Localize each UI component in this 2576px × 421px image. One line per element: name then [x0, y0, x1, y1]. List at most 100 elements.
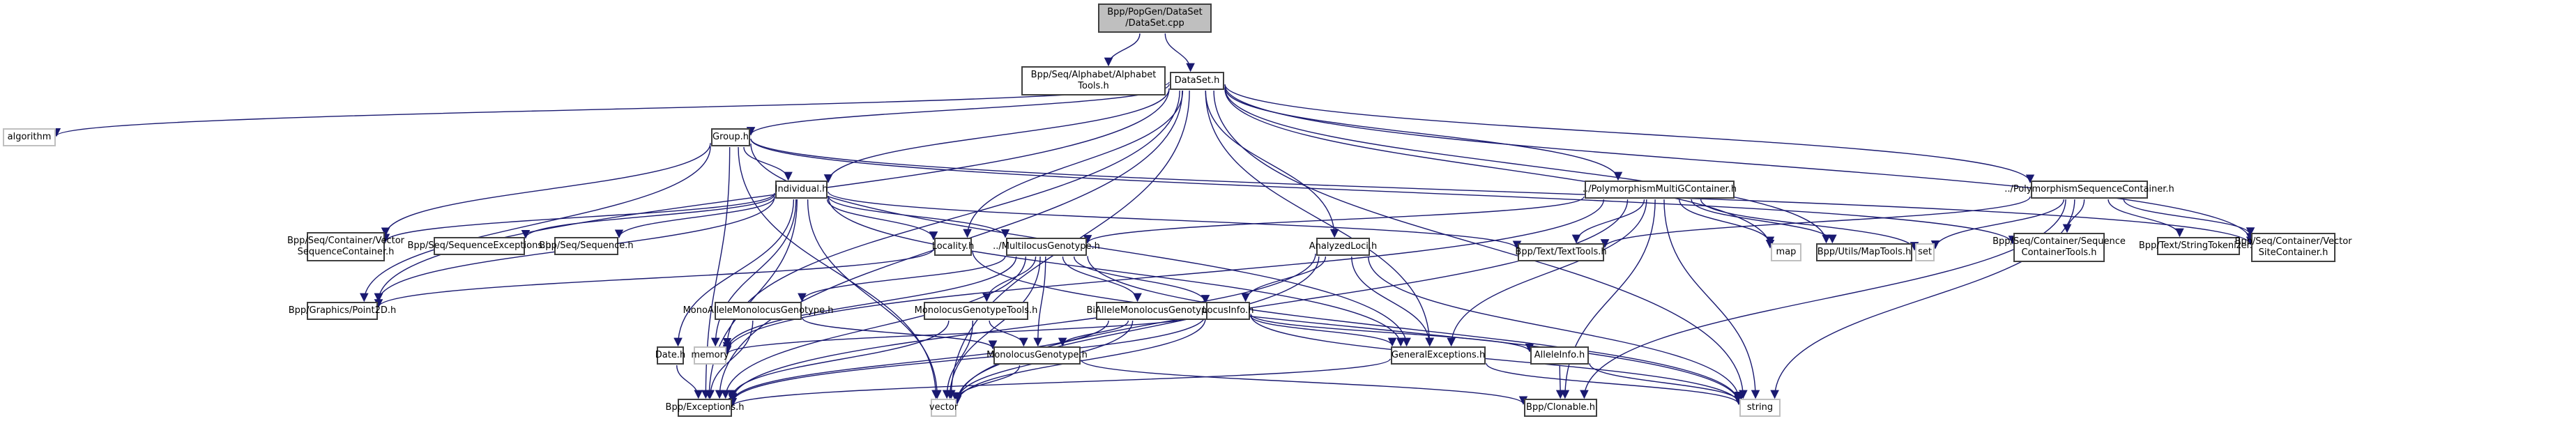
- graph-node-biallele[interactable]: BiAlleleMonolocusGenotype.h: [1086, 302, 1221, 320]
- edge-mlg-to-vector: [945, 256, 1041, 399]
- graph-node-analyzedloci[interactable]: AnalyzedLoci.h: [1309, 238, 1377, 256]
- edge-pmgc-to-string: [1663, 199, 1760, 399]
- edge-individual-to-vsc: [381, 192, 775, 243]
- edge-mlg-to-locusinfo: [1073, 256, 1210, 304]
- edge-group-to-vsitec: [750, 138, 2255, 245]
- edge-locusinfo-to-string: [1250, 314, 1744, 405]
- edge-locusinfo-to-memory: [722, 312, 1206, 355]
- edge-root-to-alphabettools: [1104, 33, 1141, 67]
- graph-node-monoallele[interactable]: MonoAlleleMonolocusGenotype.h: [683, 302, 833, 320]
- graph-node-vector: vector: [929, 399, 958, 417]
- graph-node-group[interactable]: Group.h: [711, 128, 750, 146]
- edge-locusinfo-to-alleleinfo: [1250, 314, 1534, 353]
- edge-analyzedloci-to-exceptions: [728, 253, 1316, 402]
- graph-node-map: map: [1771, 243, 1801, 261]
- graph-node-sct[interactable]: Bpp/Seq/Container/Sequence ContainerTool…: [1992, 233, 2126, 262]
- edge-individual-to-texttools: [828, 191, 1522, 250]
- edge-pmgc-to-set: [1700, 199, 1919, 251]
- edge-monoallele-to-exceptions: [706, 320, 754, 399]
- edge-mlg-to-exceptions: [721, 256, 1026, 399]
- edge-group-to-sct: [750, 139, 2018, 245]
- edge-dataset-to-vsitec: [1224, 85, 2255, 242]
- edge-dataset-to-locality: [963, 90, 1184, 238]
- edge-locality-to-point2d: [374, 248, 934, 308]
- edge-psc-to-sct: [2062, 199, 2085, 234]
- edge-mg-to-clonable: [1081, 360, 1528, 405]
- graph-node-point2d[interactable]: Bpp/Graphics/Point2D.h: [289, 302, 396, 320]
- edge-dataset-to-pmgc: [1224, 87, 1623, 181]
- edge-biallele-to-exceptions: [728, 320, 1109, 403]
- edge-pmgc-to-memory: [722, 199, 1605, 353]
- graph-node-alleleinfo[interactable]: AlleleInfo.h: [1530, 346, 1589, 365]
- graph-node-mgtools[interactable]: MonolocusGenotypeTools.h: [915, 302, 1037, 320]
- edge-pmgc-to-maptools: [1691, 199, 1837, 244]
- edge-dataset-to-psc: [1224, 84, 2035, 183]
- graph-node-vsc[interactable]: Bpp/Seq/Container/Vector SequenceContain…: [287, 232, 404, 261]
- edge-mlg-to-biallele: [1062, 256, 1142, 303]
- graph-node-individual[interactable]: Individual.h: [775, 181, 828, 199]
- graph-node-sequence[interactable]: Bpp/Seq/Sequence.h: [539, 237, 634, 255]
- graph-node-locality[interactable]: Locality.h: [932, 238, 974, 256]
- edge-mlg-to-mgtools: [982, 256, 1037, 303]
- edge-dataset-to-map: [1224, 89, 1775, 249]
- edge-dataset-to-genexc: [1205, 90, 1434, 347]
- graph-node-alphabettools[interactable]: Bpp/Seq/Alphabet/Alphabet Tools.h: [1021, 66, 1166, 95]
- edge-locusinfo-to-exceptions: [728, 314, 1206, 404]
- edge-locusinfo-to-genexc: [1250, 315, 1397, 347]
- edge-analyzedloci-to-string: [1368, 256, 1744, 401]
- graph-node-genexc[interactable]: GeneralExceptions.h: [1391, 346, 1486, 365]
- graph-node-vsitec[interactable]: Bpp/Seq/Container/Vector SiteContainer.h: [2234, 233, 2352, 262]
- edge-mlg-to-mg: [1033, 256, 1046, 347]
- edge-analyzedloci-to-genexc: [1351, 256, 1435, 347]
- graph-node-mlg[interactable]: ../MultilocusGenotype.h: [993, 238, 1100, 256]
- edge-dataset-to-algorithm: [52, 82, 1170, 137]
- graph-node-tokenizer[interactable]: Bpp/Text/StringTokenizer.h: [2139, 237, 2258, 255]
- edge-psc-to-vsitec: [2123, 199, 2255, 236]
- graph-node-locusinfo[interactable]: LocusInfo.h: [1203, 302, 1253, 320]
- edge-pmgc-to-texttools: [1571, 199, 1645, 244]
- edge-psc-to-set: [1930, 199, 2064, 250]
- graph-node-set: set: [1915, 243, 1935, 261]
- edge-date-to-exceptions: [676, 365, 703, 399]
- edge-mgtools-to-mg: [989, 320, 1028, 347]
- edge-dataset-to-string: [1213, 90, 1748, 399]
- graph-node-maptools[interactable]: Bpp/Utils/MapTools.h: [1816, 243, 1912, 261]
- edge-group-to-individual: [743, 146, 793, 181]
- graph-node-date[interactable]: Date.h: [655, 346, 685, 365]
- edge-analyzedloci-to-locusinfo: [1241, 256, 1327, 303]
- edge-pmgc-to-genexc: [1447, 199, 1647, 347]
- edge-alleleinfo-to-string: [1589, 363, 1744, 404]
- graph-node-pmgc[interactable]: ../PolymorphismMultiGContainer.h: [1583, 181, 1737, 199]
- graph-node-mg[interactable]: MonolocusGenotype.h: [986, 346, 1088, 365]
- edge-mlg-to-memory: [722, 256, 1017, 351]
- edge-individual-to-genexc: [828, 197, 1405, 347]
- graph-node-string: string: [1739, 399, 1781, 417]
- edge-genexc-to-exceptions: [729, 358, 1391, 407]
- edge-root-to-dataset: [1164, 33, 1195, 72]
- edge-mg-to-vector: [952, 365, 1021, 401]
- graph-node-algorithm: algorithm: [3, 128, 56, 146]
- edge-individual-to-seqexc: [521, 194, 775, 239]
- graph-node-texttools[interactable]: Bpp/Text/TextTools.h: [1515, 243, 1607, 261]
- graph-node-exceptions[interactable]: Bpp/Exceptions.h: [666, 399, 744, 417]
- edge-dataset-to-individual: [823, 88, 1170, 183]
- edge-individual-to-sequence: [614, 196, 775, 238]
- graph-node-memory: memory: [691, 346, 729, 365]
- edge-dataset-to-memory: [722, 90, 1180, 347]
- edge-individual-to-mlg: [828, 195, 1010, 238]
- edge-individual-to-date: [673, 199, 795, 347]
- edge-psc-to-tokenizer: [2108, 199, 2184, 238]
- graph-node-dataset[interactable]: DataSet.h: [1170, 72, 1224, 90]
- graph-node-seqexc[interactable]: Bpp/Seq/SequenceExceptions.h: [408, 237, 551, 255]
- edge-group-to-point2d: [360, 146, 711, 303]
- edge-monoallele-to-mg: [802, 317, 998, 350]
- edge-mlg-to-monoallele: [798, 255, 1006, 303]
- edge-pmgc-to-mlg: [1083, 196, 1585, 244]
- graph-node-root[interactable]: Bpp/PopGen/DataSet /DataSet.cpp: [1098, 3, 1212, 33]
- edge-analyzedloci-to-vector: [952, 256, 1320, 404]
- edge-psc-to-clonable: [1580, 199, 2066, 399]
- edge-psc-to-texttools: [1600, 196, 2031, 248]
- graph-node-psc[interactable]: ../PolymorphismSequenceContainer.h: [2004, 181, 2174, 199]
- graph-node-clonable[interactable]: Bpp/Clonable.h: [1524, 399, 1597, 417]
